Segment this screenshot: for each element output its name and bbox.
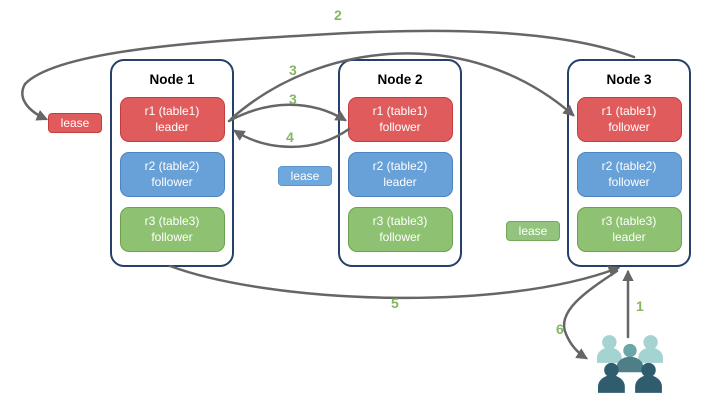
node-3-replica-r3: r3 (table3) leader <box>576 207 682 252</box>
node-2-replica-r3: r3 (table3) follower <box>347 207 453 252</box>
replica-role: follower <box>151 174 193 189</box>
replica-name: r3 (table3) <box>144 214 200 229</box>
replica-role: follower <box>379 229 421 244</box>
replica-role: follower <box>608 174 650 189</box>
step-label-3b: 3 <box>289 91 297 107</box>
node-1-title: Node 1 <box>149 72 195 87</box>
step-label-5: 5 <box>391 295 399 311</box>
replica-name: r1 (table1) <box>372 104 428 119</box>
replica-name: r2 (table2) <box>601 159 657 174</box>
node-3-replica-r1: r1 (table1) follower <box>576 97 682 142</box>
node-1-replica-r2: r2 (table2) follower <box>119 152 225 197</box>
node-2: Node 2 r1 (table1) follower r2 (table2) … <box>338 59 462 267</box>
step-label-2: 2 <box>334 7 342 23</box>
node-1-replica-r3: r3 (table3) follower <box>119 207 225 252</box>
step-label-4: 4 <box>286 129 294 145</box>
arrow-5-node1-to-node3 <box>168 264 621 300</box>
person-back-right <box>638 335 663 363</box>
lease-chip-green: lease <box>506 221 560 241</box>
step-label-6: 6 <box>556 321 564 337</box>
person-center <box>616 343 644 373</box>
replica-role: follower <box>151 229 193 244</box>
person-front-left <box>598 362 625 393</box>
replica-name: r1 (table1) <box>144 104 200 119</box>
replica-name: r3 (table3) <box>601 214 657 229</box>
node-3-title: Node 3 <box>606 72 652 87</box>
person-front-right <box>635 362 662 393</box>
person-back-left <box>596 335 622 363</box>
arrow-3-node1-to-node2 <box>227 103 347 123</box>
replica-role: follower <box>608 119 650 134</box>
replica-name: r2 (table2) <box>372 159 428 174</box>
node-1: Node 1 r1 (table1) leader r2 (table2) fo… <box>110 59 234 267</box>
lease-chip-red: lease <box>48 113 102 133</box>
lease-chip-blue: lease <box>278 166 332 186</box>
step-label-1: 1 <box>636 298 644 314</box>
node-2-title: Node 2 <box>377 72 423 87</box>
node-2-replica-r2: r2 (table2) leader <box>347 152 453 197</box>
step-label-3a: 3 <box>289 62 297 78</box>
node-2-replica-r1: r1 (table1) follower <box>347 97 453 142</box>
replica-role: leader <box>612 229 646 244</box>
replica-name: r1 (table1) <box>601 104 657 119</box>
replica-name: r3 (table3) <box>372 214 428 229</box>
node-3-replica-r2: r2 (table2) follower <box>576 152 682 197</box>
node-3: Node 3 r1 (table1) follower r2 (table2) … <box>567 59 691 267</box>
replica-role: leader <box>155 119 189 134</box>
replica-name: r2 (table2) <box>144 159 200 174</box>
replica-role: leader <box>383 174 417 189</box>
replica-role: follower <box>379 119 421 134</box>
node-1-replica-r1: r1 (table1) leader <box>119 97 225 142</box>
users-icon <box>595 333 667 399</box>
